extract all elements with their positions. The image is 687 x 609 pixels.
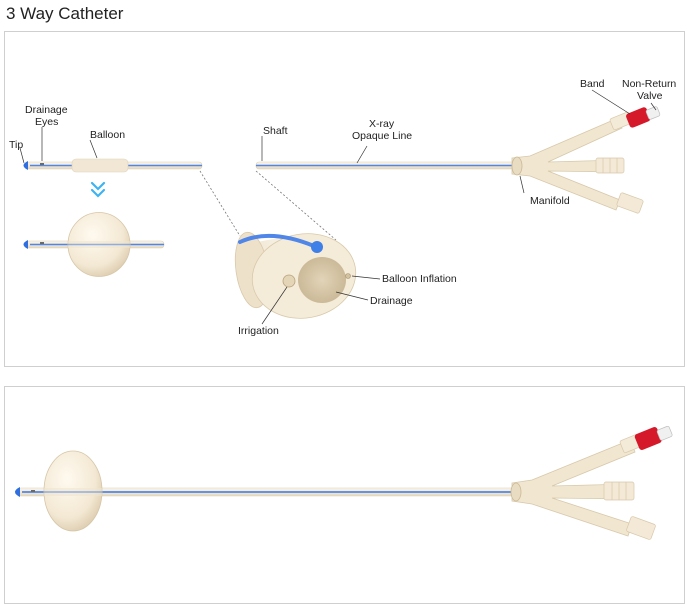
zoom-guide-lines: [199, 170, 337, 241]
label-non-return-valve-2: Valve: [637, 90, 663, 102]
non-return-valve: [656, 425, 673, 441]
manifold: [511, 106, 661, 214]
page-title: 3 Way Catheter: [6, 4, 124, 23]
catheter-shaft-segment: [255, 161, 519, 170]
label-xray-line: X-ray: [369, 118, 395, 130]
deflated-balloon: [71, 158, 129, 173]
inflated-balloon-segment: [23, 212, 165, 277]
label-drainage-eyes: Drainage: [25, 104, 68, 116]
catheter-tip-segment: [23, 158, 203, 173]
drainage-eye: [40, 163, 44, 165]
irrigation-lumen: [282, 274, 296, 288]
xray-opaque-stripe: [238, 233, 316, 248]
label-balloon: Balloon: [90, 129, 125, 141]
non-return-valve: [645, 106, 661, 120]
drainage-lumen: [298, 257, 346, 303]
label-band: Band: [580, 78, 605, 90]
label-balloon-inflation: Balloon Inflation: [382, 273, 457, 285]
label-drainage: Drainage: [370, 295, 413, 307]
detail-panel: [4, 31, 685, 367]
balloon-inflation-lumen: [345, 273, 351, 279]
band: [634, 426, 662, 450]
catheter-tip: [23, 161, 28, 170]
label-irrigation: Irrigation: [238, 325, 279, 337]
chevron-down-icon: [90, 181, 106, 198]
label-tip: Tip: [9, 139, 23, 151]
label-drainage-eyes-line2: Eyes: [35, 116, 58, 128]
label-non-return-valve: Non-Return: [622, 78, 676, 90]
band: [626, 107, 651, 128]
label-shaft: Shaft: [263, 125, 288, 137]
label-xray-line-2: Opaque Line: [352, 130, 412, 142]
label-manifold: Manifold: [530, 195, 570, 207]
catheter-cross-section: [234, 231, 357, 319]
leader-lines: [19, 89, 657, 325]
full-catheter: [15, 425, 673, 540]
